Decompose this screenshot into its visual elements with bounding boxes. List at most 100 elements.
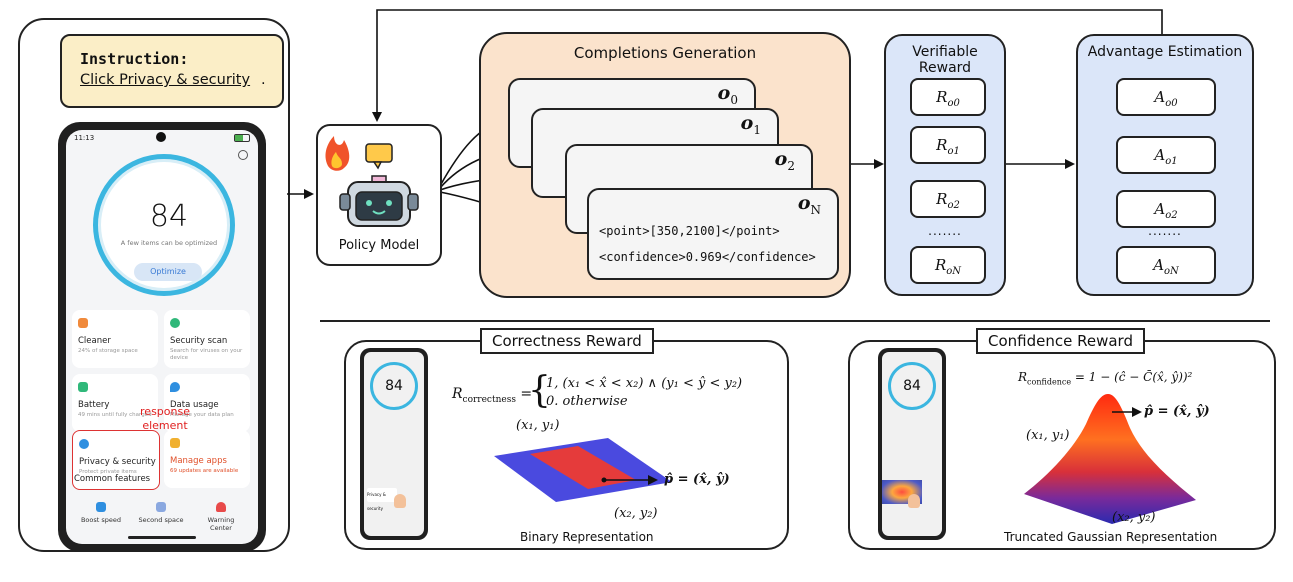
- verifiable-reward-column: Verifiable Reward Ro0 Ro1 Ro2 ....... Ro…: [884, 34, 1006, 296]
- bottom-item-label: Warning Center: [207, 516, 235, 532]
- confidence-reward-panel: Confidence Reward 84 Rconfidence = 1 − (…: [848, 328, 1276, 550]
- advantage-box-0: Ao0: [1116, 78, 1216, 116]
- gaussian-caption: Truncated Gaussian Representation: [1004, 530, 1218, 544]
- corner-top-left: (x₁, y₁): [1026, 428, 1070, 443]
- confidence-title: Confidence Reward: [976, 328, 1145, 354]
- tile-title: Cleaner: [78, 336, 111, 346]
- tile-subtitle: 69 updates are available: [170, 468, 239, 474]
- gaussian-surface-plot: [1024, 394, 1196, 524]
- score-subtitle: A few items can be optimized: [120, 239, 218, 247]
- correctness-case-2: 0. otherwise: [546, 394, 628, 409]
- instruction-title: Instruction:: [80, 50, 189, 68]
- output-label: o1: [740, 112, 761, 137]
- pointer-hand-icon: [908, 494, 920, 508]
- rocket-icon: [96, 502, 106, 512]
- camera-icon: [156, 132, 166, 142]
- water-drop-icon: [170, 382, 180, 392]
- privacy-shield-icon: [79, 439, 89, 449]
- confidence-formula: Rconfidence = 1 − (ĉ − C̄(x̂, ŷ))²: [1018, 370, 1193, 387]
- battery-icon: [78, 382, 88, 392]
- home-indicator: [128, 536, 196, 539]
- brace: {: [528, 370, 551, 411]
- phone-screenshot: 11:13 84 A few items can be optimized Op…: [58, 122, 266, 552]
- shield-check-icon: [170, 318, 180, 328]
- instruction-box: Instruction: Click Privacy & security .: [60, 34, 284, 108]
- trash-icon: [78, 318, 88, 328]
- tile-data-usage[interactable]: Data usage Manage your data plan: [164, 374, 250, 432]
- tile-battery[interactable]: Battery 49 mins until fully charged: [72, 374, 158, 432]
- tile-privacy-security[interactable]: Privacy & security Protect private items: [72, 430, 160, 490]
- correctness-case-1: 1, (x₁ < x̂ < x₂) ∧ (y₁ < ŷ < y₂): [546, 376, 743, 391]
- second-space-item[interactable]: Second space: [136, 502, 186, 524]
- bottom-item-label: Second space: [138, 516, 184, 524]
- policy-model-label: Policy Model: [338, 238, 420, 253]
- tile-subtitle: Search for viruses on your device: [170, 348, 243, 361]
- mini-phone-screen: 84 Privacy & security: [364, 352, 424, 536]
- binary-caption: Binary Representation: [520, 530, 654, 544]
- feedback-loop: [372, 9, 1163, 122]
- second-space-icon: [156, 502, 166, 512]
- tile-subtitle: 49 mins until fully charged: [78, 412, 152, 418]
- tile-title: Data usage: [170, 400, 219, 410]
- instruction-text: Click Privacy & security: [80, 72, 251, 88]
- response-element-label: response element: [140, 405, 190, 432]
- robot-icon: [325, 136, 419, 227]
- corner-bottom-right: (x₂, y₂): [1112, 510, 1156, 525]
- verifiable-reward-title: Verifiable Reward: [912, 44, 978, 76]
- settings-icon[interactable]: [238, 150, 248, 160]
- warning-center-item[interactable]: Warning Center: [196, 502, 246, 532]
- tile-subtitle: Protect private items: [79, 469, 137, 475]
- point-output: <point>[350,2100]</point>: [599, 224, 780, 238]
- battery-status-icon: [234, 134, 250, 142]
- advantage-box-N: AoN: [1116, 246, 1216, 284]
- policy-model-box: Policy Model: [316, 124, 442, 266]
- binary-representation-plot: [494, 438, 672, 502]
- predicted-point-label: p̂ = (x̂, ŷ): [1144, 404, 1210, 419]
- tile-cleaner[interactable]: Cleaner 24% of storage space: [72, 310, 158, 368]
- corner-top-left: (x₁, y₁): [516, 418, 560, 433]
- bell-icon: [216, 502, 226, 512]
- speech-bubble-icon: [365, 143, 393, 163]
- reward-box-N: RoN: [910, 246, 986, 284]
- mini-score: 84: [888, 362, 936, 410]
- advantage-box-1: Ao1: [1116, 136, 1216, 174]
- mini-privacy-tile: Privacy & security: [367, 488, 397, 511]
- tile-subtitle: 24% of storage space: [78, 348, 138, 354]
- score-ring: 84 A few items can be optimized Optimize: [93, 154, 235, 296]
- tile-title: Security scan: [170, 336, 228, 346]
- correctness-title: Correctness Reward: [480, 328, 654, 354]
- completions-title: Completions Generation: [573, 44, 757, 62]
- common-features-heading: Common features: [74, 474, 151, 484]
- tile-title: Privacy & security: [79, 457, 156, 467]
- instruction-panel: Instruction: Click Privacy & security . …: [18, 18, 290, 552]
- optimize-button[interactable]: Optimize: [134, 263, 202, 281]
- correctness-lhs: Rcorrectness =: [452, 386, 533, 405]
- reward-box-0: Ro0: [910, 78, 986, 116]
- binary-inner-region: [530, 446, 636, 489]
- boost-speed-item[interactable]: Boost speed: [76, 502, 126, 524]
- tile-manage-apps[interactable]: Manage apps 69 updates are available: [164, 430, 250, 488]
- reward-box-1: Ro1: [910, 126, 986, 164]
- status-time: 11:13: [74, 134, 95, 142]
- apps-icon: [170, 438, 180, 448]
- advantage-estimation-column: Advantage Estimation Ao0 Ao1 Ao2 .......…: [1076, 34, 1254, 296]
- phone-screen: 11:13 84 A few items can be optimized Op…: [66, 130, 258, 544]
- reward-box-2: Ro2: [910, 180, 986, 218]
- advantage-ellipsis: .......: [1148, 224, 1182, 238]
- advantage-box-2: Ao2: [1116, 190, 1216, 228]
- output-label: o2: [774, 148, 795, 173]
- fire-icon: [325, 136, 350, 171]
- tile-title: Battery: [78, 400, 110, 410]
- confidence-output: <confidence>0.969</confidence>: [599, 250, 816, 264]
- mini-score: 84: [370, 362, 418, 410]
- predicted-point-label: p̂ = (x̂, ŷ): [664, 472, 730, 487]
- mini-phone: 84: [878, 348, 946, 540]
- output-label: oN: [797, 192, 821, 217]
- instruction-period: .: [261, 72, 266, 88]
- completions-panel: Completions Generation o0 o1 o2 oN <poin…: [479, 32, 851, 298]
- tile-security-scan[interactable]: Security scan Search for viruses on your…: [164, 310, 250, 368]
- reward-ellipsis: .......: [928, 224, 962, 238]
- correctness-reward-panel: Correctness Reward 84 Privacy & security…: [344, 328, 789, 550]
- corner-bottom-right: (x₂, y₂): [614, 506, 658, 521]
- pointer-hand-icon: [394, 494, 406, 508]
